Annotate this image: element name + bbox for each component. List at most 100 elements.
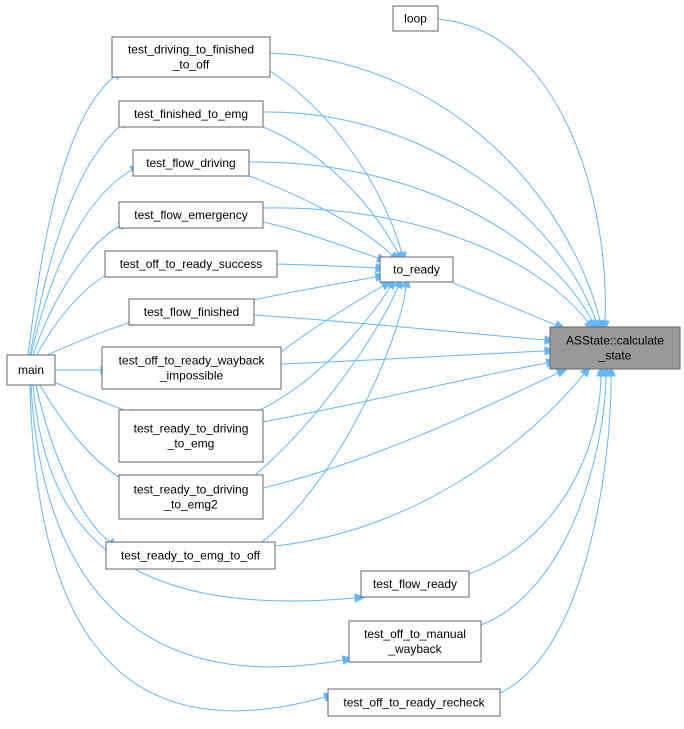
node-box <box>327 688 501 717</box>
node-label-line: ASState::calculate <box>566 334 664 348</box>
edge-line <box>262 126 399 254</box>
edge-line <box>499 375 612 694</box>
edge-line <box>480 375 607 626</box>
node-label-line: test_off_to_ready_success <box>120 257 263 271</box>
node-loop[interactable]: loop <box>392 5 439 32</box>
edge-t_flow_fin-to-calc <box>253 314 557 345</box>
edge-line <box>30 169 133 356</box>
node-box <box>392 5 439 32</box>
edge-line <box>29 384 326 712</box>
node-label-line: test_ready_to_driving <box>134 483 249 497</box>
edge-t_ready_drv_emg-to-calc <box>262 358 559 423</box>
edge-line <box>248 161 593 322</box>
node-label-line: _to_emg <box>167 437 215 451</box>
edge-t_ready_emg_off-to-calc <box>274 365 592 547</box>
edge-line <box>27 75 116 356</box>
edge-to_ready-to-calc <box>452 282 567 330</box>
edge-line <box>280 285 384 353</box>
edge-arrowhead <box>354 593 367 603</box>
node-to-ready[interactable]: to_ready <box>379 256 454 283</box>
node-label-line: test_ready_to_emg_to_off <box>121 549 261 563</box>
edge-line <box>276 263 377 269</box>
node-label-line: _state <box>598 349 632 363</box>
edge-t_off_ready_wb-to-calc <box>280 346 557 365</box>
edge-line <box>262 207 589 323</box>
edge-t_off_recheck-to-calc <box>499 364 616 694</box>
node-box <box>118 201 264 229</box>
node-label-line: test_flow_ready <box>373 577 457 591</box>
node-t-flow-emg[interactable]: test_flow_emergency <box>118 201 264 229</box>
edge-line <box>253 276 377 301</box>
edge-line <box>32 225 121 356</box>
node-t-ready-drv-emg[interactable]: test_ready_to_driving_to_emg <box>118 409 264 463</box>
node-label-line: _wayback <box>387 642 442 656</box>
node-label-line: _impossible <box>159 369 224 383</box>
node-t-off-recheck[interactable]: test_off_to_ready_recheck <box>327 688 501 717</box>
node-t-flow-fin[interactable]: test_flow_finished <box>128 298 255 326</box>
node-t-off-manual[interactable]: test_off_to_manual_wayback <box>348 620 482 663</box>
node-label-line: _to_emg2 <box>163 498 218 512</box>
edge-t_fin_emg-to-to_ready <box>262 126 404 264</box>
node-box <box>104 250 278 278</box>
node-label-line: test_finished_to_emg <box>134 107 248 121</box>
node-box <box>379 256 454 283</box>
node-label-line: test_flow_driving <box>146 156 235 170</box>
edge-line <box>41 321 132 358</box>
edge-t_fin_emg-to-calc <box>262 111 601 332</box>
node-label-line: test_off_to_ready_wayback <box>119 354 266 368</box>
edge-t_ready_drv_emg2-to-calc <box>262 368 569 489</box>
node-t-ready-drv-emg2[interactable]: test_ready_to_driving_to_emg2 <box>118 474 264 520</box>
edge-arrowhead <box>555 368 569 378</box>
node-box <box>118 409 264 463</box>
node-label-line: test_ready_to_driving <box>134 422 249 436</box>
node-label-line: test_flow_finished <box>144 305 239 319</box>
edge-t_drv_fin-to-to_ready <box>269 70 407 264</box>
node-box <box>105 541 276 570</box>
node-calc[interactable]: ASState::calculate_state <box>549 326 681 370</box>
node-t-off-ready-succ[interactable]: test_off_to_ready_success <box>104 250 278 278</box>
node-label-line: test_off_to_manual <box>364 627 466 641</box>
edge-t_off_manual-to-calc <box>480 364 611 626</box>
edge-line <box>269 70 403 254</box>
node-box <box>6 354 56 386</box>
node-box <box>348 620 482 663</box>
edge-main-to-t_flow_emg <box>32 220 130 356</box>
node-main[interactable]: main <box>6 354 56 386</box>
edge-line <box>437 18 606 322</box>
node-box <box>111 36 271 78</box>
edge-line <box>259 286 391 411</box>
node-t-ready-emg-off[interactable]: test_ready_to_emg_to_off <box>105 541 276 570</box>
node-label-line: _to_off <box>172 58 210 72</box>
node-t-flow-drv[interactable]: test_flow_driving <box>132 149 250 177</box>
edge-line <box>274 373 585 547</box>
node-box <box>549 326 681 370</box>
edge-line <box>35 273 109 357</box>
edge-loop-to-calc <box>437 18 610 333</box>
node-t-drv-fin[interactable]: test_driving_to_finished_to_off <box>111 36 271 78</box>
node-box <box>132 149 250 177</box>
node-t-off-ready-wb[interactable]: test_off_to_ready_wayback_impossible <box>101 346 282 390</box>
edge-t_ready_drv_emg-to-to_ready <box>259 277 396 411</box>
node-t-flow-ready[interactable]: test_flow_ready <box>360 570 470 598</box>
edge-t_off_ready_succ-to-to_ready <box>276 263 388 273</box>
node-box <box>128 298 255 326</box>
node-label-line: test_off_to_ready_recheck <box>343 696 485 710</box>
edge-line <box>253 314 546 341</box>
edge-line <box>262 221 379 259</box>
node-label-line: test_flow_emergency <box>134 208 247 222</box>
node-box <box>101 346 282 390</box>
edge-line <box>248 175 393 256</box>
edge-t_flow_drv-to-calc <box>248 161 598 332</box>
edge-line <box>39 384 123 480</box>
node-label-line: test_driving_to_finished <box>128 43 254 57</box>
edge-line <box>261 286 407 543</box>
node-label-line: loop <box>404 12 427 26</box>
edge-line <box>468 375 602 575</box>
edge-main-to-t_ready_drv_emg2 <box>39 384 132 485</box>
edge-line <box>35 384 111 543</box>
edge-main-to-t_ready_emg_off <box>35 384 120 549</box>
edge-line <box>29 124 122 356</box>
node-box <box>118 100 264 128</box>
edge-t_flow_ready-to-calc <box>468 364 606 575</box>
node-t-fin-emg[interactable]: test_finished_to_emg <box>118 100 264 128</box>
